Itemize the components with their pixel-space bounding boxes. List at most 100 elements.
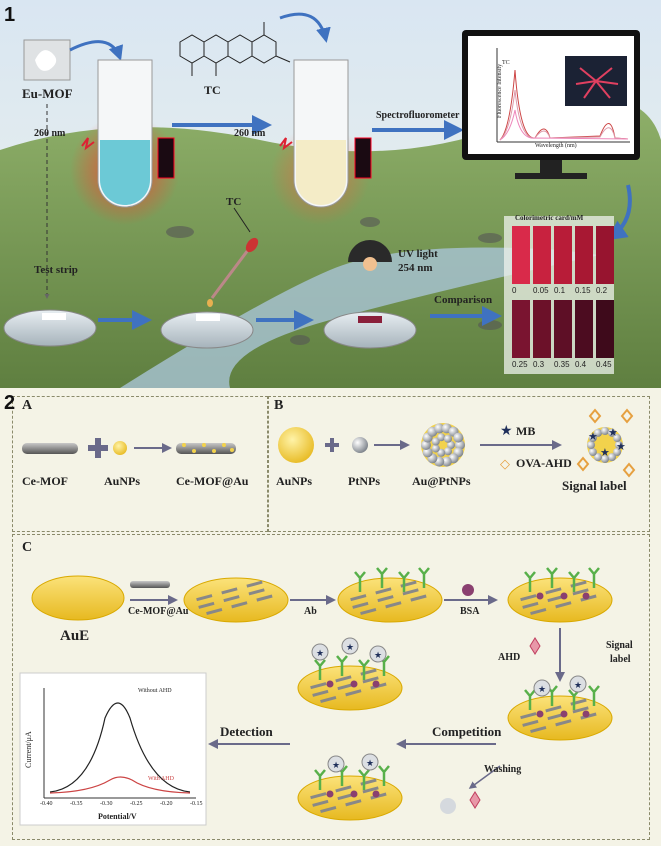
washed-off-particles xyxy=(440,791,481,814)
plus-icon-a xyxy=(88,438,108,458)
aunps-particle-a xyxy=(113,441,127,455)
signal-label-diamonds xyxy=(576,408,636,478)
uv-wavelength-label: 254 nm xyxy=(398,262,433,274)
electrode-washed: ★★★ xyxy=(297,637,403,711)
aunps-label-a: AuNPs xyxy=(104,474,141,488)
ahd-label: AHD xyxy=(498,652,521,663)
arrow-mof-to-tube xyxy=(69,40,124,61)
dpv-with-ahd-curve xyxy=(49,776,191,794)
monitor-spectrum xyxy=(496,48,630,143)
electrode-antibody xyxy=(337,567,443,623)
test-strip-3 xyxy=(358,316,382,323)
card-row-2-swatch xyxy=(596,300,614,358)
uv-light-label: UV light xyxy=(398,248,438,260)
ce-mof-au-label: Ce-MOF@Au xyxy=(176,474,249,488)
ptnps-particle xyxy=(352,437,368,453)
panel-2: ★ ◇ ★★★★ ★★ ★★★ ★★ xyxy=(0,388,661,846)
tc-drop-label: TC xyxy=(226,196,242,208)
section-b-box xyxy=(268,396,650,532)
tc-label: TC xyxy=(204,83,221,97)
electrode-detection: ★★ xyxy=(297,753,403,821)
electrode-competition: ★★ xyxy=(507,675,613,741)
tc-drop xyxy=(207,299,213,307)
petri-dish-3 xyxy=(323,311,417,349)
card-row-2-label: 0.35 xyxy=(554,360,570,369)
card-row-1-swatch xyxy=(533,226,551,284)
svg-text:★: ★ xyxy=(374,650,382,660)
svg-text:★: ★ xyxy=(346,642,354,652)
dpv-x-tick: -0.35 xyxy=(70,801,83,807)
section-c-box xyxy=(12,534,650,840)
panel-1: 1 Eu-MOF TC 260 nm 260 nm Spectrofluorom… xyxy=(0,0,661,388)
excitation-label-2: 260 nm xyxy=(234,128,266,139)
dpv-inset xyxy=(19,672,207,826)
card-row-2-swatch xyxy=(533,300,551,358)
mb-star-icon: ★ xyxy=(500,424,513,439)
arrow-tc-to-tube xyxy=(279,12,331,43)
ab-label: Ab xyxy=(304,606,317,617)
bsa-particle xyxy=(462,584,474,596)
panel-2-number: 2 xyxy=(4,392,16,414)
cuvette-1 xyxy=(157,137,175,179)
uv-lamp xyxy=(348,240,392,262)
signal-label-label: Signal label xyxy=(562,478,627,493)
ce-mof-au-rod-c xyxy=(130,581,170,588)
electrode-modified-1 xyxy=(183,577,289,623)
monitor-tc-label: TC xyxy=(502,60,510,66)
label-word: label xyxy=(610,654,631,665)
river xyxy=(120,247,600,388)
mb-label: MB xyxy=(516,424,536,438)
test-strip-1 xyxy=(42,313,66,320)
section-a-label: A xyxy=(22,398,33,413)
bsa-label: BSA xyxy=(460,606,480,617)
svg-text:★: ★ xyxy=(574,680,582,690)
dpv-x-tick: -0.25 xyxy=(130,801,143,807)
svg-text:★: ★ xyxy=(616,441,626,453)
card-row-1-swatch xyxy=(575,226,593,284)
card-row-2-swatch xyxy=(575,300,593,358)
monitor-xlabel: Wavelength (nm) xyxy=(535,143,577,149)
aue-electrode xyxy=(31,575,125,621)
card-row-2-label: 0.4 xyxy=(575,360,587,369)
panel-1-scene xyxy=(0,0,661,388)
svg-text:★: ★ xyxy=(588,431,598,443)
plus-icon-b xyxy=(325,438,339,452)
svg-text:★: ★ xyxy=(538,684,546,694)
test-strip-2 xyxy=(196,314,220,321)
card-row-2-label: 0.3 xyxy=(533,360,545,369)
dpv-x-tick: -0.30 xyxy=(100,801,113,807)
petri-dish-1 xyxy=(3,309,97,347)
ce-mof-au-rod xyxy=(176,443,236,454)
card-row-2-label: 0.45 xyxy=(596,360,612,369)
ce-mof-rod xyxy=(22,443,78,454)
card-row-2-swatch xyxy=(554,300,572,358)
signal-label-stars: ★★★★ xyxy=(588,427,626,459)
monitor-ylabel: Fluorescence Intensity xyxy=(497,63,503,118)
ahd-diamond-icon xyxy=(529,637,541,655)
svg-text:★: ★ xyxy=(366,758,374,768)
monitor-base xyxy=(515,173,587,179)
uv-bolt-icon xyxy=(81,137,95,151)
comparison-label: Comparison xyxy=(434,294,493,306)
competition-label: Competition xyxy=(432,724,502,739)
dropper-bulb xyxy=(245,237,259,253)
card-row-1-swatch xyxy=(512,226,530,284)
card-row-1-label: 0.2 xyxy=(596,286,608,295)
washing-label: Washing xyxy=(484,764,522,775)
dpv-without-label: Without AHD xyxy=(138,688,172,694)
excitation-label-1: 260 nm xyxy=(34,128,66,139)
aunps-label-b: AuNPs xyxy=(276,474,313,488)
ptnps-label: PtNPs xyxy=(348,474,380,488)
svg-text:★: ★ xyxy=(600,447,610,459)
dpv-x-tick: -0.20 xyxy=(160,801,173,807)
card-row-2-swatch xyxy=(512,300,530,358)
dpv-x-tick: -0.15 xyxy=(190,801,203,807)
tube-2-solution xyxy=(296,140,346,205)
eu-mof-powder xyxy=(35,50,57,71)
svg-text:★: ★ xyxy=(332,760,340,770)
eu-mof-label: Eu-MOF xyxy=(22,86,73,101)
arrow-washing xyxy=(468,765,501,789)
tube-1-solution xyxy=(100,140,150,205)
card-row-2-label: 0.25 xyxy=(512,360,528,369)
card-row-1-swatch xyxy=(596,226,614,284)
